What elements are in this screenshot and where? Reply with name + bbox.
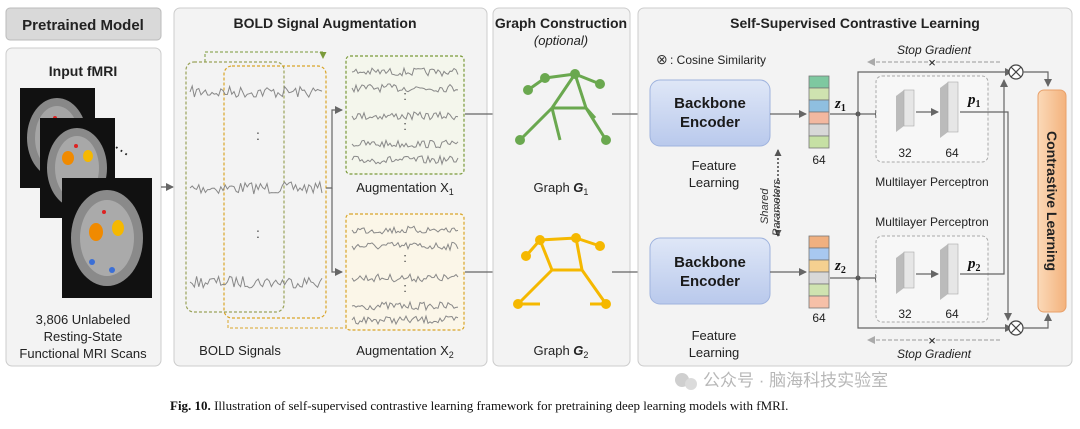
bold-signal-trace (189, 84, 323, 99)
embedding-vector-1 (808, 75, 830, 149)
bold-dots-2: : (256, 225, 260, 241)
augmentation-1-traces (351, 66, 459, 166)
aug1-signal-trace (351, 83, 459, 94)
z2-label: z2 (834, 258, 846, 276)
aug2-signal-trace (351, 314, 459, 326)
cosine-node-top (1008, 64, 1024, 80)
backbone-encoder-1 (649, 79, 771, 147)
aug1-signal-trace (351, 154, 459, 166)
encoder-2-line1: Backbone (674, 254, 746, 271)
mlp-1-box (875, 75, 989, 163)
graph-g2 (513, 233, 611, 309)
mlp-2-layer-32 (896, 251, 915, 294)
figure-caption: Fig. 10. Illustration of self-supervised… (170, 398, 788, 413)
stop-gradient-bottom-label: Stop Gradient (897, 347, 972, 361)
mlp-2-label: Multilayer Perceptron (875, 215, 988, 229)
contrastive-learning-label: Contrastive Learning (1044, 131, 1060, 271)
input-fmri-title: Input fMRI (49, 63, 117, 79)
aug1-dots: : (403, 88, 407, 103)
bold-signals-label: BOLD Signals (199, 343, 281, 358)
aug2-dots-2: : (403, 280, 407, 295)
stop-gradient-bottom-cross: × (928, 333, 936, 348)
contrastive-learning-block (1037, 89, 1067, 313)
feature-learning-1-line2: Learning (689, 175, 740, 190)
aug1-signal-trace (351, 110, 459, 121)
watermark-text: 公众号 · 脑海科技实验室 (703, 371, 888, 390)
embedding-2-dim: 64 (812, 311, 826, 325)
aug2-signal-trace (351, 241, 459, 252)
scans-caption-line3: Functional MRI Scans (19, 346, 147, 361)
cosine-node-bottom (1008, 320, 1024, 336)
brain-scan-3 (62, 178, 152, 298)
cosine-similarity-icon: ⊗ (656, 51, 668, 67)
scans-caption-line1: 3,806 Unlabeled (36, 312, 131, 327)
mlp-2-box (875, 235, 989, 323)
backbone-encoder-2 (649, 237, 771, 305)
augmentation-1-label: Augmentation X1 (356, 180, 454, 197)
encoder-2-line2: Encoder (680, 273, 740, 290)
feature-learning-2-line2: Learning (689, 345, 740, 360)
p2-label: p2 (966, 256, 981, 274)
mlp-1-dim-32: 32 (898, 146, 912, 160)
embedding-1-dim: 64 (812, 153, 826, 167)
graph-g2-label: Graph G2 (534, 343, 589, 360)
aug2-signal-trace (351, 300, 459, 312)
cosine-similarity-label: : Cosine Similarity (670, 53, 766, 67)
encoder-1-line1: Backbone (674, 95, 746, 112)
stop-gradient-top-label: Stop Gradient (897, 43, 972, 57)
bold-signal-trace (189, 180, 323, 195)
aug1-signal-trace (351, 138, 459, 149)
graph-construction-subtitle: (optional) (534, 33, 588, 48)
bold-augmentation-panel: BOLD Signal Augmentation : : BOLD Signal… (173, 7, 488, 367)
graph-construction-title: Graph Construction (495, 15, 627, 31)
mlp-2-dim-32: 32 (898, 307, 912, 321)
mlp-1-dim-64: 64 (945, 146, 959, 160)
bold-signal-traces (189, 84, 323, 290)
feature-learning-2-line1: Feature (692, 328, 737, 343)
graph-g1 (515, 69, 611, 145)
z1-label: z1 (834, 96, 846, 114)
shared-parameters-label: Shared Parameters (759, 179, 783, 236)
bold-signal-trace (189, 274, 323, 290)
mlp-1-layer-64 (940, 81, 959, 138)
pretrained-model-panel: Pretrained Model Input fMRI (5, 7, 162, 367)
p1-label: p1 (966, 92, 981, 110)
graph-construction-panel: Graph Construction (optional) Graph G1 (492, 7, 631, 367)
aug2-dots: : (403, 250, 407, 265)
aug1-signal-trace (351, 66, 459, 78)
stop-gradient-top-cross: × (928, 55, 936, 70)
feature-learning-1-line1: Feature (692, 158, 737, 173)
mlp-1-layer-32 (896, 89, 915, 132)
graph-g1-label: Graph G1 (534, 180, 589, 197)
contrastive-panel: Self-Supervised Contrastive Learning ⊗ :… (637, 7, 1073, 367)
pretrained-model-title: Pretrained Model (22, 17, 144, 34)
mlp-2-layer-64 (940, 243, 959, 300)
encoder-1-line2: Encoder (680, 114, 740, 131)
mlp-1-label: Multilayer Perceptron (875, 175, 988, 189)
mlp-2-dim-64: 64 (945, 307, 959, 321)
augmentation-2-traces (351, 225, 459, 326)
aug2-signal-trace (351, 272, 459, 283)
watermark: 公众号 · 脑海科技实验室 (675, 371, 888, 390)
aug2-signal-trace (351, 225, 459, 235)
augmentation-2-label: Augmentation X2 (356, 343, 454, 360)
contrastive-title: Self-Supervised Contrastive Learning (730, 15, 980, 31)
aug1-dots-2: : (403, 118, 407, 133)
bold-dots-1: : (256, 127, 260, 143)
scans-caption-line2: Resting-State (44, 329, 123, 344)
bold-augmentation-title: BOLD Signal Augmentation (233, 15, 416, 31)
embedding-vector-2 (808, 235, 830, 309)
